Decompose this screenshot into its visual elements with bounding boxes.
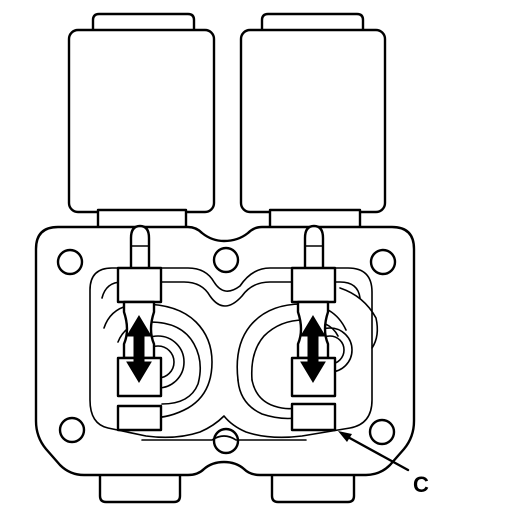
right-solenoid-coil xyxy=(239,28,387,214)
valve-body-outline xyxy=(34,225,416,477)
right-solenoid xyxy=(239,12,387,236)
passage-right-lower xyxy=(237,379,297,420)
left-bottom-connector xyxy=(98,468,182,504)
mount-hole-bottom-right xyxy=(368,418,396,446)
passage-bottom xyxy=(141,435,307,441)
mount-hole-bottom-left xyxy=(58,416,86,444)
passage-outer xyxy=(89,267,373,439)
right-movement-arrow-icon xyxy=(300,315,326,383)
left-solenoid-coil xyxy=(67,28,216,214)
left-plunger-tip xyxy=(129,224,151,272)
left-spool-lower-land xyxy=(116,404,163,432)
right-spool-upper-land xyxy=(290,266,337,304)
right-spool-lower-land xyxy=(290,402,337,432)
left-spool-upper-land xyxy=(116,266,163,304)
mount-hole-top-left xyxy=(56,248,84,276)
valve-body xyxy=(34,225,416,477)
passage-right-outer-curve xyxy=(339,287,379,349)
mount-hole-top-right xyxy=(369,248,397,276)
callout-c-leader-line xyxy=(344,434,410,472)
left-solenoid xyxy=(67,12,216,236)
right-bottom-connector xyxy=(270,468,356,504)
callout-c: C xyxy=(338,431,429,497)
bottom-connectors xyxy=(98,468,356,504)
right-valve-spool xyxy=(290,224,337,432)
right-plunger-tip xyxy=(303,224,325,272)
passage-right-lower-inner xyxy=(251,379,297,410)
left-valve-spool xyxy=(116,224,163,432)
mount-hole-bottom-center xyxy=(212,427,240,455)
callout-c-arrowhead-icon xyxy=(338,431,352,442)
mount-hole-top-center xyxy=(212,246,240,274)
left-movement-arrow-icon xyxy=(126,315,152,383)
callout-c-label: C xyxy=(413,472,429,497)
